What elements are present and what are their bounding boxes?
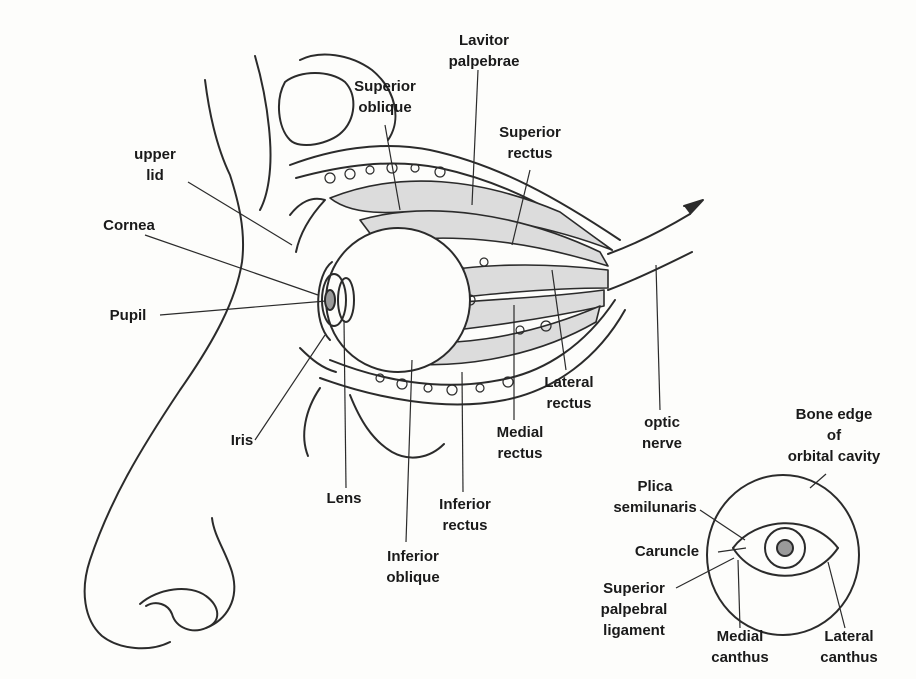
fat-lobule	[476, 384, 484, 392]
leader-pupil	[160, 301, 326, 315]
leader-lavitor	[472, 70, 478, 205]
optic-arrow	[684, 200, 703, 214]
pupil-shape	[325, 290, 335, 310]
leader-inferior-rectus	[462, 372, 463, 492]
eyeball	[326, 228, 470, 372]
fat-lobule	[424, 384, 432, 392]
fat-lobule	[325, 173, 335, 183]
fat-lobule	[366, 166, 374, 174]
fat-lobule	[447, 385, 457, 395]
fat-lobule	[480, 258, 488, 266]
label-pupil: Pupil	[92, 305, 164, 326]
leader-upper-lid	[188, 182, 292, 245]
optic-nerve-top	[608, 214, 690, 254]
fat-lobule	[345, 169, 355, 179]
lower-maxilla	[350, 395, 444, 458]
leader-superior-palpebral	[676, 558, 734, 588]
label-iris: Iris	[222, 430, 262, 451]
label-caruncle: Caruncle	[618, 541, 716, 562]
leader-cornea	[145, 235, 318, 295]
nostril	[140, 589, 217, 630]
label-cornea: Cornea	[84, 215, 174, 236]
label-lens: Lens	[314, 488, 374, 509]
leader-medial-canthus	[738, 560, 740, 628]
nose-tip	[206, 518, 234, 628]
forehead-contour	[255, 56, 271, 210]
leader-inferior-oblique	[406, 360, 412, 542]
lower-bone	[304, 388, 320, 456]
optic-nerve-bottom	[608, 252, 692, 290]
leader-iris	[255, 335, 325, 440]
front-pupil	[777, 540, 793, 556]
upper-lid-fold	[290, 199, 325, 252]
leader-caruncle	[718, 548, 746, 552]
leader-optic-nerve	[656, 265, 660, 410]
